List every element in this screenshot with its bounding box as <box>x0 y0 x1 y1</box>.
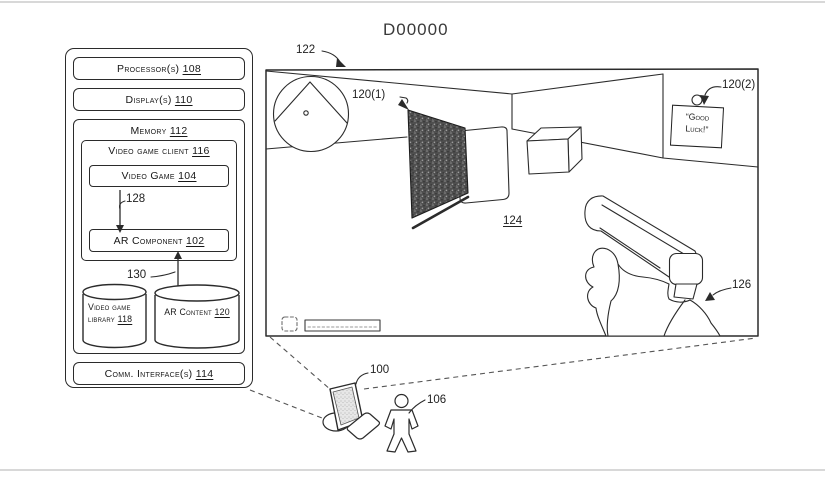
video-game-client-box: Video game client 116 <box>81 140 237 261</box>
comm-interface-ref: 114 <box>195 367 214 380</box>
ar-component-box: AR Component 102 <box>89 229 229 252</box>
display-box: Display(s) 110 <box>73 88 245 111</box>
note-pin <box>691 94 703 106</box>
processor-ref: 108 <box>182 62 201 75</box>
processor-box: Processor(s) 108 <box>73 57 245 80</box>
cube <box>526 126 583 175</box>
video-game-client-label: Video game client <box>108 145 189 157</box>
video-game-library-ref: 118 <box>117 313 133 324</box>
hud-bracket-icon <box>281 316 298 332</box>
video-game-ref: 104 <box>178 170 197 182</box>
display-ref: 110 <box>174 93 193 106</box>
user-body <box>384 409 419 453</box>
hud-bar <box>304 319 381 332</box>
memory-box: Memory 112 <box>73 119 245 354</box>
ar-content-label: AR Content 120 <box>164 307 230 317</box>
note-line-2: Luck!” <box>685 123 709 135</box>
ref-130: 130 <box>127 269 147 281</box>
video-game-library-label: Video game library 118 <box>88 302 133 324</box>
display-label: Display(s) <box>125 93 172 106</box>
computer-monitor <box>322 382 381 440</box>
ref-122: 122 <box>296 44 316 56</box>
ref-124: 124 <box>503 215 523 227</box>
processor-label: Processor(s) <box>117 62 180 75</box>
leader-lines <box>119 50 732 414</box>
note-line-1: “Good <box>685 111 710 123</box>
video-game-box: Video Game 104 <box>89 165 229 187</box>
comm-interface-label: Comm. Interface(s) <box>104 367 193 380</box>
ar-component-ref: 102 <box>185 234 205 247</box>
pistol-grip <box>673 283 698 300</box>
ar-content-ref: 120 <box>214 307 230 317</box>
ar-component-label: AR Component <box>113 234 183 247</box>
memory-label: Memory <box>130 125 167 137</box>
scene-frame <box>265 68 759 337</box>
ref-106: 106 <box>427 394 447 406</box>
pistol-rear-block <box>668 252 704 286</box>
keyboard <box>346 412 381 440</box>
memory-ref: 112 <box>169 125 188 137</box>
hud <box>281 316 381 332</box>
ref-100: 100 <box>370 364 390 376</box>
figure-title: D00000 <box>383 20 449 39</box>
ref-128: 128 <box>126 193 146 205</box>
ref-120-2: 120(2) <box>722 79 756 91</box>
ref-126: 126 <box>732 279 752 291</box>
user-figure <box>384 393 419 453</box>
wall-clock <box>272 75 350 153</box>
good-luck-note: “Good Luck!” <box>669 104 725 149</box>
ar-content-cylinder <box>154 284 240 349</box>
pistol-and-hand <box>584 195 721 337</box>
projection-rays <box>249 336 757 419</box>
video-game-label: Video Game <box>121 170 175 182</box>
game-scene-view <box>265 68 759 337</box>
ar-poster <box>407 109 470 230</box>
video-game-client-ref: 116 <box>192 145 210 157</box>
computing-device-box <box>65 48 253 388</box>
ref-120-1: 120(1) <box>352 89 386 101</box>
data-cylinders <box>82 283 240 349</box>
poster-shadow-line <box>411 195 470 230</box>
video-game-library-cylinder <box>82 283 147 349</box>
comm-interface-box: Comm. Interface(s) 114 <box>73 362 245 385</box>
user-head <box>394 393 409 409</box>
